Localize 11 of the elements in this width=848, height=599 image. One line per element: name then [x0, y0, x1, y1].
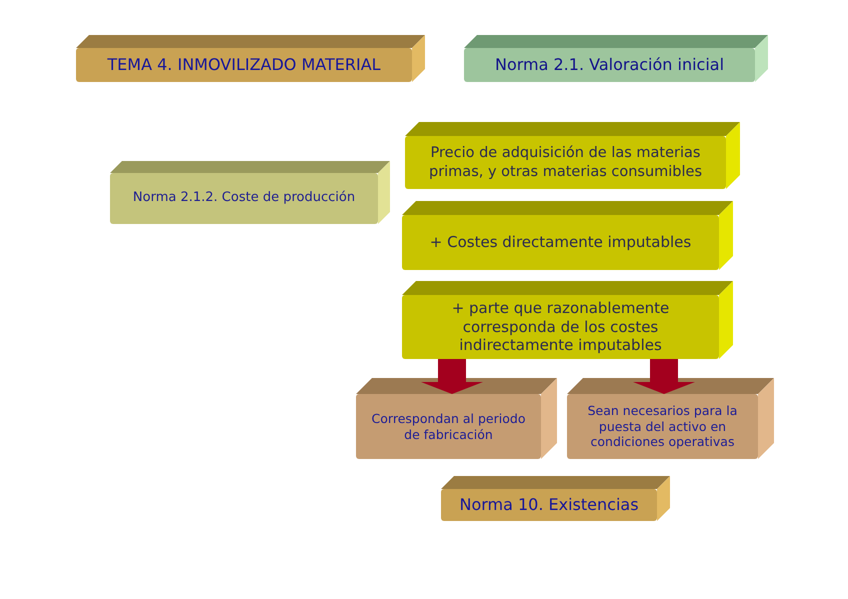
box-text: Correspondan al periodo de fabricación: [370, 410, 526, 442]
heading-text: Norma 2.1. Valoración inicial: [494, 55, 724, 75]
box-text: Precio de adquisición de las materias primas, y otras materias consumibles: [428, 144, 704, 181]
box-text: + Costes directamente imputables: [430, 233, 692, 252]
heading-text: TEMA 4. INMOVILIZADO MATERIAL: [107, 55, 381, 75]
heading-text: Norma 10. Existencias: [459, 495, 639, 515]
box-text: + parte que razonablemente corresponda de los costes indirectamente imputables: [450, 298, 670, 356]
block-arrow: [633, 359, 695, 394]
box-text: Sean necesarios para la puesta del activo en condiciones operativas: [586, 403, 738, 450]
box-text: Norma 2.1.2. Coste de producción: [132, 190, 356, 207]
block-arrow: [421, 359, 483, 394]
